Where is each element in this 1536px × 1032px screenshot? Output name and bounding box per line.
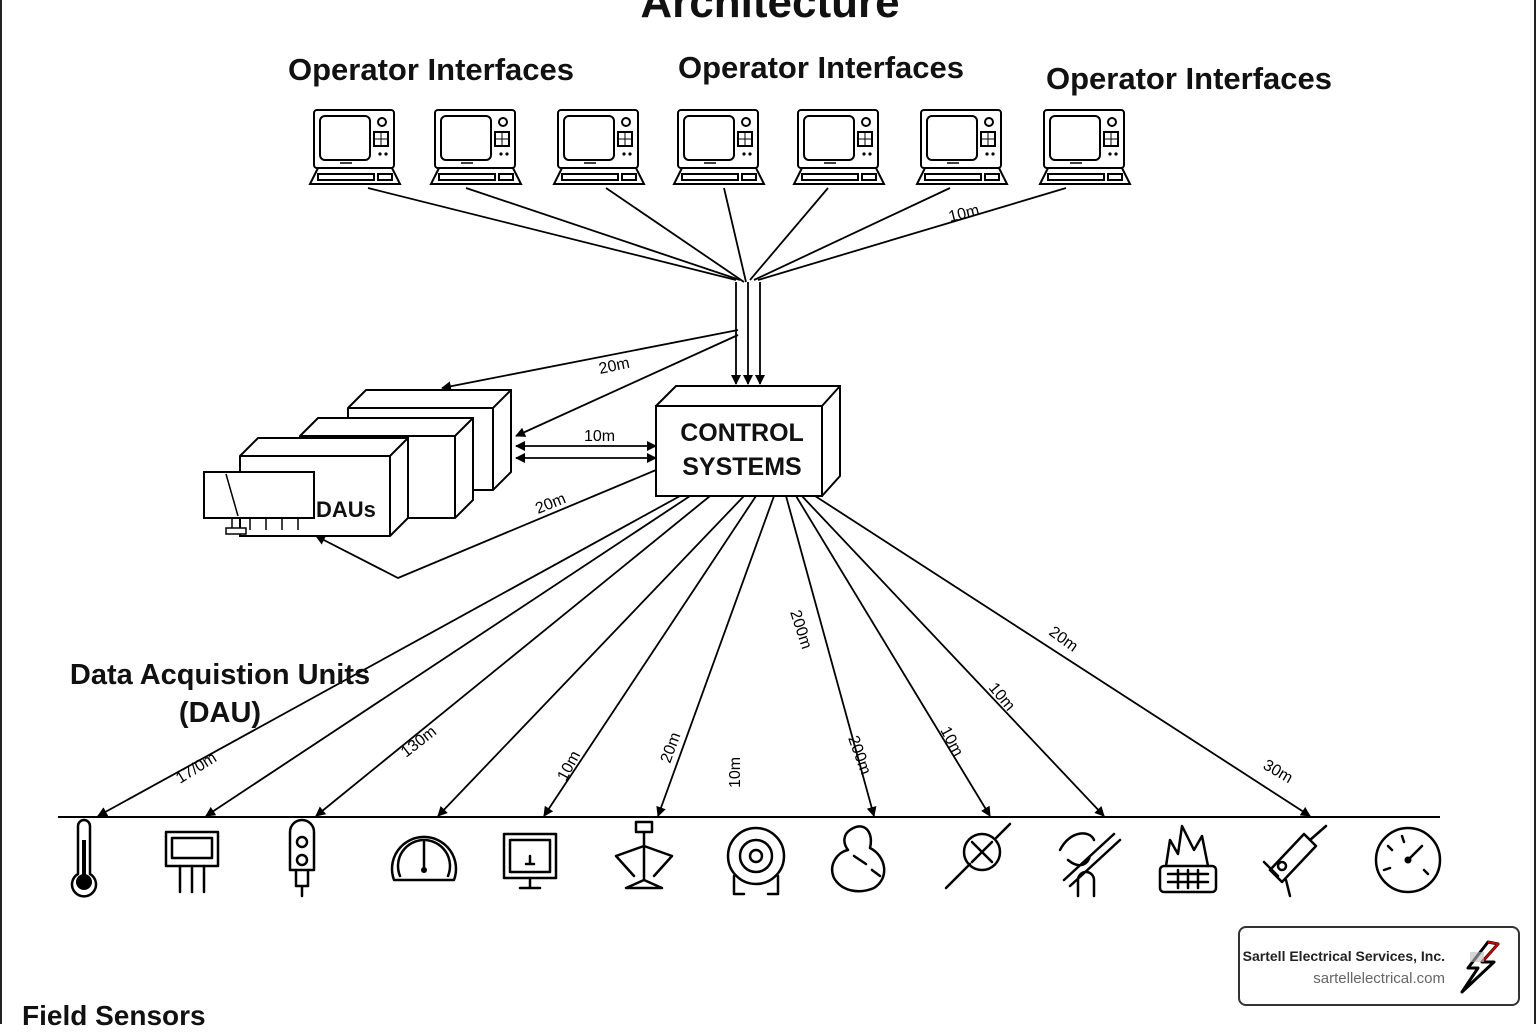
operator-link-line [749,187,829,281]
frame-left-border [0,0,2,1024]
sensor-link-length-label: 17/0m [173,749,220,787]
operator-computer-icon [308,109,402,185]
monitor-display-icon [502,832,558,890]
flame-detector-icon [1158,824,1218,894]
operator-link-line [757,187,1067,281]
company-name: Sartell Electrical Services, Inc. [1242,948,1445,964]
thermometer-icon [70,818,98,898]
operator-link-line [367,187,737,281]
operator-computer-icon [792,109,886,185]
operator-computer-icon [672,109,766,185]
operator-interfaces-label-1: Operator Interfaces [288,52,574,87]
sensor-link-length-label: 10m [727,757,744,788]
operator-link-line [723,187,747,283]
operator-link-line [465,187,741,281]
sensor-link-line [437,495,745,817]
flow-meter-icon [726,826,786,896]
sensor-link-length-label: 20m [658,730,685,765]
field-sensors-heading: Field Sensors [22,1000,206,1031]
pressure-sensor-icon [831,825,886,893]
sensor-link-length-label: 10m [936,724,966,759]
control-systems-line2: SYSTEMS [682,453,802,481]
sensor-link-line [811,493,1311,817]
pressure-gauge-icon [1374,826,1442,894]
dau-heading-line1: Data Acquistion Units [69,659,371,691]
sensor-link-line [785,495,877,817]
control-to-dau-line [515,334,739,437]
sensor-link-length-label: 10m [985,680,1018,715]
link-length-label: 10m [947,202,981,226]
sensor-link-length-label: 200m [786,608,815,651]
operator-computer-icon [1038,109,1132,185]
dau-box-stack [203,389,512,537]
control-to-dau-upper-line [441,329,739,392]
level-switch-icon [288,818,316,898]
dau-heading: Data Acquistion Units (DAU) [60,656,380,732]
control-systems-box [655,385,841,497]
control-to-dau-lower-line [315,469,657,579]
sensor-link-length-label: 130m [398,723,440,761]
link-length-label: 10m [584,428,615,445]
control-systems-line1: CONTROL [680,419,804,447]
dau-heading-line2: (DAU) [178,697,262,729]
page-title: Architecture [640,0,900,27]
sensor-link-line [795,495,991,817]
sensor-link-length-label: 30m [1260,757,1295,787]
sensor-link-line [315,495,711,817]
sensor-link-line [205,495,691,817]
handheld-probe-icon [1262,824,1328,898]
operator-interfaces-label-3: Operator Interfaces [1046,61,1332,96]
dau-box-label: DAUs [316,497,376,522]
branding-badge[interactable]: Sartell Electrical Services, Inc. sartel… [1238,926,1520,1006]
lightning-bolt-icon [1460,940,1500,994]
wiring-sensor-icon [1058,832,1122,898]
transmitter-module-icon [164,830,220,894]
control-systems-label: CONTROL SYSTEMS [657,416,827,484]
operator-link-line [605,187,745,283]
probe-sensor-icon [944,822,1012,890]
dial-gauge-icon [390,835,458,882]
sensor-link-line [656,495,775,817]
operator-computer-icon [552,109,646,185]
sensor-link-line [799,493,1105,817]
link-length-label: 20m [597,355,631,378]
sensor-link-line [543,495,757,817]
sensor-link-length-label: 10m [555,748,585,783]
frame-right-border [1534,0,1536,1024]
sensor-link-length-label: 200m [844,734,874,777]
company-website[interactable]: sartellelectrical.com [1313,970,1445,987]
valve-actuator-icon [614,820,674,890]
sensor-link-line [97,495,681,817]
operator-computer-icon [429,109,523,185]
operator-interfaces-label-2: Operator Interfaces [678,50,964,85]
sensor-link-length-label: 20m [1046,623,1081,655]
operator-computer-icon [915,109,1009,185]
operator-link-line [753,187,951,281]
